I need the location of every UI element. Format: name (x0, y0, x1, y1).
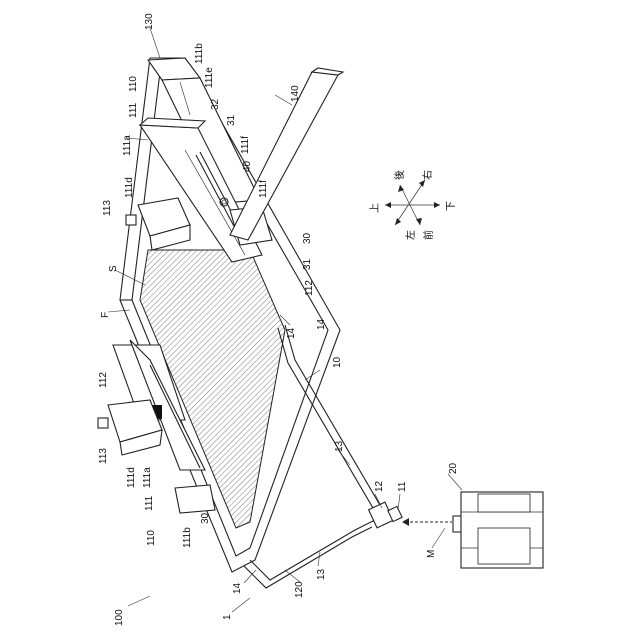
label-111f-b: 111f (258, 180, 269, 198)
label-32: 32 (210, 98, 221, 110)
dir-down: 下 (446, 201, 457, 211)
label-1: 1 (222, 614, 233, 620)
dir-up: 上 (369, 203, 381, 213)
label-111b-b: 111b (194, 43, 205, 64)
label-140: 140 (290, 85, 301, 102)
label-40: 40 (242, 160, 253, 172)
label-120: 120 (294, 581, 305, 598)
label-111a-b: 111a (122, 135, 133, 156)
label-31b: 31 (302, 258, 313, 270)
label-113a: 113 (98, 448, 109, 464)
label-111a: 111 (144, 495, 155, 511)
label-14b: 14 (286, 327, 297, 339)
label-111b-a: 111b (182, 527, 193, 548)
label-100: 100 (114, 609, 125, 626)
label-111: 111 (128, 102, 139, 118)
bottle-20 (453, 492, 543, 568)
label-f: F (100, 312, 111, 318)
label-30a: 30 (200, 512, 211, 524)
label-13b: 13 (334, 440, 345, 452)
label-10: 10 (332, 356, 343, 368)
dir-back: 後 (393, 170, 406, 180)
dir-left: 左 (404, 230, 417, 240)
direction-indicator (385, 180, 440, 225)
connector-11-12 (369, 502, 402, 528)
arrow-m (402, 518, 452, 526)
label-20: 20 (448, 462, 459, 474)
label-13: 13 (316, 568, 327, 580)
label-11: 11 (397, 481, 408, 492)
label-12: 12 (374, 480, 385, 492)
label-110b: 110 (128, 76, 139, 92)
label-113b: 113 (102, 200, 113, 216)
dir-front: 前 (422, 230, 435, 240)
label-111a-a: 111a (142, 467, 153, 488)
label-31a: 31 (226, 114, 237, 126)
label-s: S (108, 265, 119, 272)
label-112a: 112 (98, 372, 109, 388)
label-111d-b: 111d (124, 177, 135, 198)
block-111d-lower (98, 400, 162, 455)
block-30-lower (175, 485, 215, 513)
label-110a: 110 (146, 530, 157, 546)
label-m: M (426, 550, 437, 558)
label-111f-a: 111f (240, 136, 251, 154)
label-111e: 111e (204, 67, 215, 88)
label-111d-a: 111d (126, 467, 137, 488)
label-130: 130 (144, 13, 155, 30)
label-14c: 14 (316, 318, 327, 330)
label-14: 14 (232, 582, 243, 594)
label-30b: 30 (302, 232, 313, 244)
label-112b: 112 (304, 280, 315, 296)
dir-right: 右 (421, 170, 434, 180)
